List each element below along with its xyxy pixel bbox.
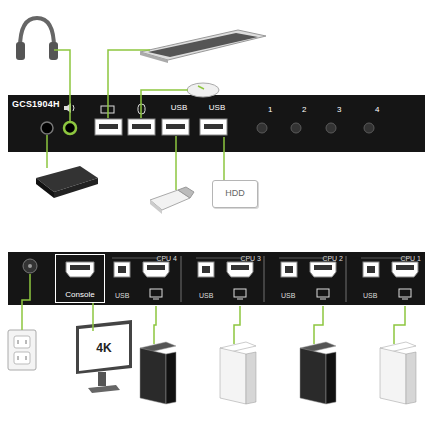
rear-panel	[8, 252, 425, 305]
port-slot	[132, 124, 151, 129]
monitor-screen: 4K	[81, 331, 127, 367]
node-text: USB	[115, 292, 129, 300]
console-port-box: Console	[55, 254, 105, 303]
mouse-port	[128, 119, 155, 135]
mouse	[187, 83, 219, 97]
cpu-port-group: CPU 1 USB	[358, 253, 424, 303]
node-text: CPU 3	[240, 255, 261, 263]
cpu-port-group: CPU 3 USB	[194, 253, 264, 303]
cpu-port-group: CPU 2 USB	[276, 253, 346, 303]
dc-jack	[28, 264, 32, 268]
speaker-icon	[73, 105, 74, 111]
node-text: CPU 1	[400, 255, 421, 263]
cpu-port-group: CPU 4 USB	[110, 253, 180, 303]
port-number: 4	[375, 106, 379, 114]
front-panel-box: GCS1904HUSBUSB	[8, 95, 425, 152]
node-text: HDD	[225, 189, 245, 199]
keyboard-port	[95, 119, 122, 135]
node-text: USB	[281, 292, 295, 300]
node-text: Console	[65, 291, 94, 300]
keyboard	[140, 30, 266, 63]
headphones	[16, 18, 58, 60]
usb-flash-drive	[150, 187, 194, 214]
mic-jack	[64, 122, 76, 134]
usb-port-box: USB	[160, 104, 198, 137]
node-text: 4K	[96, 342, 111, 355]
port-number: 2	[302, 106, 306, 114]
node-text: USB	[160, 104, 198, 113]
port-number: 1	[268, 106, 272, 114]
port-slot	[204, 124, 223, 129]
usb-port	[162, 119, 189, 135]
monitor	[76, 320, 132, 393]
rear-ports	[66, 256, 418, 302]
cables	[154, 306, 405, 344]
port-buttons	[257, 123, 374, 133]
cable-connector	[92, 303, 94, 331]
cables	[22, 50, 188, 330]
port-number: 3	[337, 106, 341, 114]
node-text: CPU 4	[156, 255, 177, 263]
hard-drive: HDD	[212, 180, 258, 208]
node-text: CPU 2	[322, 255, 343, 263]
dc-jack	[23, 259, 37, 273]
node-text: USB	[363, 292, 377, 300]
headphone-jack	[41, 122, 53, 134]
power-outlet	[8, 330, 36, 370]
audio-device	[36, 166, 98, 198]
computers	[140, 342, 416, 404]
port-slot	[99, 124, 118, 129]
node-text: USB	[198, 104, 236, 113]
port-slot	[166, 124, 185, 129]
cable-connector	[223, 137, 225, 180]
node-text: USB	[199, 292, 213, 300]
usb-port	[200, 119, 227, 135]
usb-port-box: USB	[198, 104, 236, 137]
